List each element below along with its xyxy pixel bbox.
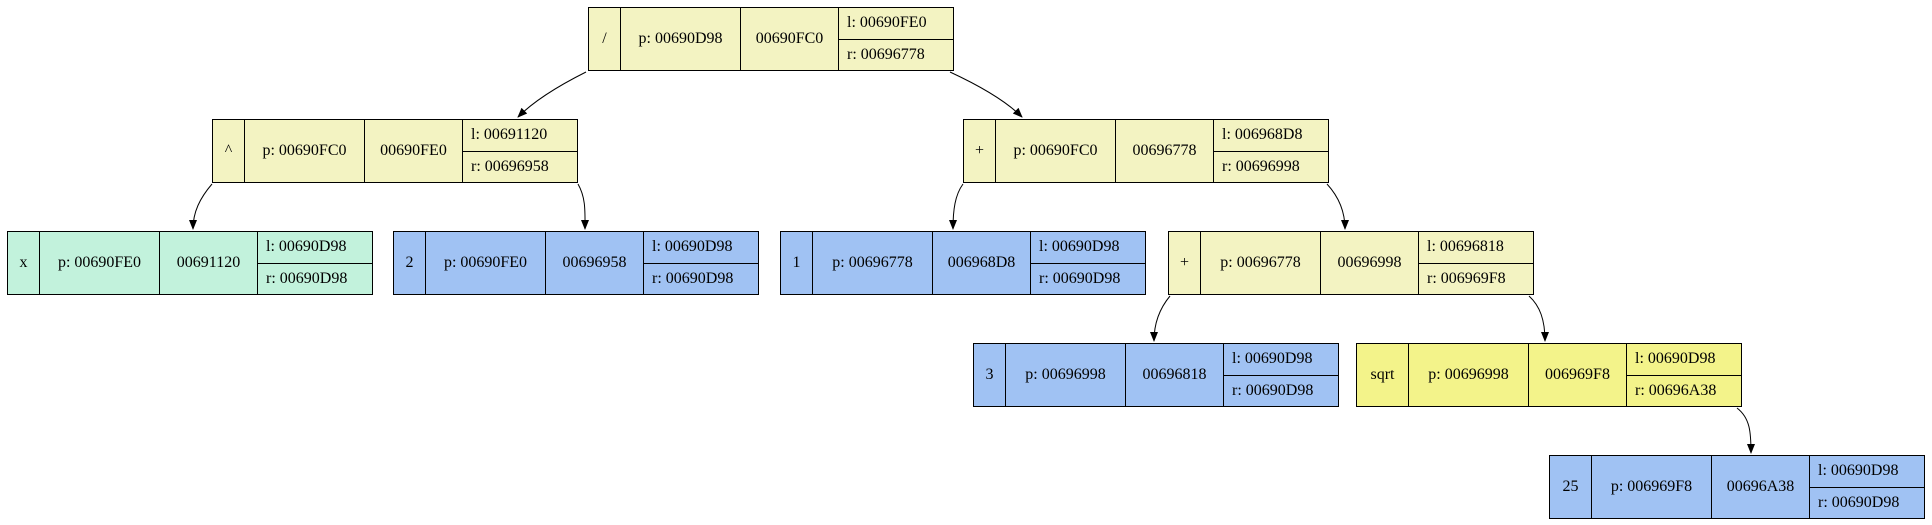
node-children-pointers: l: 00691120 r: 00696958 bbox=[463, 120, 577, 182]
edge-plus-to-sqrt bbox=[1528, 295, 1549, 342]
tree-node-plus: + p: 00696778 00696998 l: 00696818 r: 00… bbox=[1168, 231, 1534, 295]
node-children-pointers: l: 00690FE0 r: 00696778 bbox=[839, 8, 953, 70]
node-address: 00690FC0 bbox=[741, 8, 839, 70]
tree-node-divide: / p: 00690D98 00690FC0 l: 00690FE0 r: 00… bbox=[588, 7, 954, 71]
node-right-pointer: r: 00696958 bbox=[471, 157, 549, 175]
node-left-pointer: l: 00690D98 bbox=[1627, 344, 1741, 376]
node-value: + bbox=[964, 120, 996, 182]
tree-node-number-1: 1 p: 00696778 006968D8 l: 00690D98 r: 00… bbox=[780, 231, 1146, 295]
node-parent-pointer: p: 00696778 bbox=[813, 232, 933, 294]
node-left-pointer: l: 00690D98 bbox=[1224, 344, 1338, 376]
edge-divide-to-power bbox=[517, 71, 587, 118]
edge-plus-to-plus bbox=[1326, 183, 1349, 230]
node-address: 00696A38 bbox=[1712, 456, 1810, 518]
node-value: 3 bbox=[974, 344, 1006, 406]
node-children-pointers: l: 00690D98 r: 00690D98 bbox=[1224, 344, 1338, 406]
node-value: 25 bbox=[1550, 456, 1592, 518]
node-value: sqrt bbox=[1357, 344, 1409, 406]
node-address: 00696818 bbox=[1126, 344, 1224, 406]
node-address: 006968D8 bbox=[933, 232, 1031, 294]
node-right-pointer: r: 00696778 bbox=[847, 45, 925, 63]
node-address: 00696998 bbox=[1321, 232, 1419, 294]
node-right-pointer: r: 00690D98 bbox=[266, 269, 348, 287]
node-children-pointers: l: 006968D8 r: 00696998 bbox=[1214, 120, 1328, 182]
node-left-pointer: l: 00690D98 bbox=[1810, 456, 1924, 488]
edge-power-to-2 bbox=[577, 183, 590, 230]
node-parent-pointer: p: 00690FC0 bbox=[996, 120, 1116, 182]
node-children-pointers: l: 00696818 r: 006969F8 bbox=[1419, 232, 1533, 294]
node-left-pointer: l: 00696818 bbox=[1419, 232, 1533, 264]
node-value: ^ bbox=[213, 120, 245, 182]
edge-divide-to-plus bbox=[949, 71, 1023, 118]
node-parent-pointer: p: 00690FE0 bbox=[40, 232, 160, 294]
node-parent-pointer: p: 00690D98 bbox=[621, 8, 741, 70]
node-right-pointer: r: 00696998 bbox=[1222, 157, 1300, 175]
node-value: / bbox=[589, 8, 621, 70]
node-address: 006969F8 bbox=[1529, 344, 1627, 406]
node-left-pointer: l: 00691120 bbox=[463, 120, 577, 152]
node-right-pointer: r: 00690D98 bbox=[652, 269, 734, 287]
node-right-pointer: r: 00696A38 bbox=[1635, 381, 1717, 399]
node-left-pointer: l: 00690D98 bbox=[258, 232, 372, 264]
node-address: 00696958 bbox=[546, 232, 644, 294]
node-value: + bbox=[1169, 232, 1201, 294]
node-children-pointers: l: 00690D98 r: 00690D98 bbox=[1810, 456, 1924, 518]
node-parent-pointer: p: 00696998 bbox=[1409, 344, 1529, 406]
tree-node-number-25: 25 p: 006969F8 00696A38 l: 00690D98 r: 0… bbox=[1549, 455, 1925, 519]
node-left-pointer: l: 00690FE0 bbox=[839, 8, 953, 40]
tree-node-plus: + p: 00690FC0 00696778 l: 006968D8 r: 00… bbox=[963, 119, 1329, 183]
node-right-pointer: r: 006969F8 bbox=[1427, 269, 1506, 287]
tree-node-number-2: 2 p: 00690FE0 00696958 l: 00690D98 r: 00… bbox=[393, 231, 759, 295]
tree-node-variable-x: x p: 00690FE0 00691120 l: 00690D98 r: 00… bbox=[7, 231, 373, 295]
node-right-pointer: r: 00690D98 bbox=[1818, 493, 1900, 511]
node-children-pointers: l: 00690D98 r: 00690D98 bbox=[644, 232, 758, 294]
node-parent-pointer: p: 00696998 bbox=[1006, 344, 1126, 406]
node-left-pointer: l: 006968D8 bbox=[1214, 120, 1328, 152]
node-right-pointer: r: 00690D98 bbox=[1232, 381, 1314, 399]
node-right-pointer: r: 00690D98 bbox=[1039, 269, 1121, 287]
node-address: 00690FE0 bbox=[365, 120, 463, 182]
node-left-pointer: l: 00690D98 bbox=[644, 232, 758, 264]
node-parent-pointer: p: 00696778 bbox=[1201, 232, 1321, 294]
node-value: 2 bbox=[394, 232, 426, 294]
edge-plus-to-3 bbox=[1150, 295, 1171, 342]
node-value: x bbox=[8, 232, 40, 294]
tree-node-number-3: 3 p: 00696998 00696818 l: 00690D98 r: 00… bbox=[973, 343, 1339, 407]
node-address: 00696778 bbox=[1116, 120, 1214, 182]
edge-power-to-x bbox=[189, 183, 213, 230]
node-children-pointers: l: 00690D98 r: 00696A38 bbox=[1627, 344, 1741, 406]
node-parent-pointer: p: 00690FE0 bbox=[426, 232, 546, 294]
node-parent-pointer: p: 006969F8 bbox=[1592, 456, 1712, 518]
node-value: 1 bbox=[781, 232, 813, 294]
node-parent-pointer: p: 00690FC0 bbox=[245, 120, 365, 182]
node-left-pointer: l: 00690D98 bbox=[1031, 232, 1145, 264]
node-children-pointers: l: 00690D98 r: 00690D98 bbox=[258, 232, 372, 294]
tree-node-power: ^ p: 00690FC0 00690FE0 l: 00691120 r: 00… bbox=[212, 119, 578, 183]
edge-sqrt-to-25 bbox=[1736, 407, 1755, 454]
edge-plus-to-1 bbox=[949, 183, 964, 230]
tree-node-sqrt: sqrt p: 00696998 006969F8 l: 00690D98 r:… bbox=[1356, 343, 1742, 407]
node-address: 00691120 bbox=[160, 232, 258, 294]
node-children-pointers: l: 00690D98 r: 00690D98 bbox=[1031, 232, 1145, 294]
